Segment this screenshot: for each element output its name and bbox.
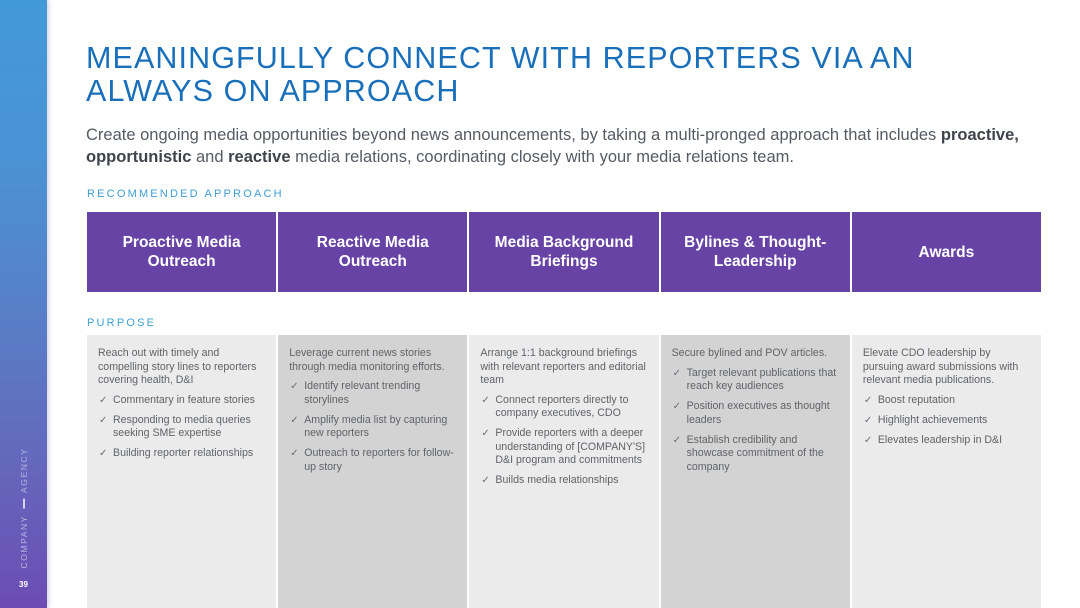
approach-header-awards[interactable]: Awards — [851, 212, 1042, 292]
bullet-text: Target relevant publications that reach … — [686, 366, 837, 393]
purpose-cell-bylines: Secure bylined and POV articles. ✓ Target… — [660, 335, 850, 608]
check-icon: ✓ — [481, 428, 490, 439]
bullet-text: Builds media relationships — [495, 474, 619, 486]
page-number: 39 — [19, 580, 28, 589]
subtitle-part-1: Create ongoing media opportunities beyon… — [86, 126, 941, 144]
check-icon: ✓ — [863, 414, 873, 426]
list-item: ✓ Commentary in feature stories — [98, 394, 266, 408]
purpose-intro: Arrange 1:1 background briefings with re… — [480, 347, 646, 386]
check-icon: ✓ — [672, 434, 681, 446]
title-line-2: ALWAYS ON APPROACH — [86, 74, 460, 108]
bullet-text: Identify relevant trending storylines — [304, 380, 421, 406]
bullet-text: Boost reputation — [877, 393, 955, 406]
subtitle-bold-1: proactive, opportunistic — [86, 126, 1019, 166]
bullet-text: Highlight achievements — [877, 413, 988, 426]
bullet-text: Elevates leadership in D&I — [877, 433, 1003, 446]
purpose-cell-awards: Elevate CDO leadership by pursuing award… — [851, 335, 1042, 608]
bullet-text: Building reporter relationships — [113, 447, 254, 459]
purpose-list: ✓ Commentary in feature stories ✓ Respondi… — [98, 394, 266, 461]
approach-header-briefings[interactable]: Media Background Briefings — [469, 212, 659, 292]
check-icon: ✓ — [99, 448, 108, 459]
list-item: ✓ Elevates leadership in D&I — [863, 434, 1031, 448]
recommended-approach-label: RECOMMENDED APPROACH — [87, 188, 284, 200]
subtitle-bold-2: reactive — [228, 148, 291, 166]
check-icon: ✓ — [290, 381, 299, 392]
list-item: ✓ Responding to media queries seeking SME… — [98, 414, 266, 441]
purpose-intro: Leverage current news stories through me… — [289, 347, 445, 373]
check-icon: ✓ — [99, 394, 108, 406]
brand-agency: AGENCY — [19, 447, 29, 493]
list-item: ✓ Amplify media list by capturing new rep… — [289, 414, 457, 441]
purpose-list: ✓ Connect reporters directly to company e… — [480, 394, 648, 488]
title-line-1: MEANINGFULLY CONNECT WITH REPORTERS VIA … — [86, 41, 915, 75]
approach-header-bylines[interactable]: Bylines & Thought-Leadership — [660, 212, 850, 292]
list-item: ✓ Position executives as thought leaders — [672, 400, 840, 427]
purpose-cell-briefings: Arrange 1:1 background briefings with re… — [469, 335, 659, 608]
bullet-text: Position executives as thought leaders — [686, 400, 830, 426]
purpose-list: ✓ Identify relevant trending storylines ✓… — [289, 380, 457, 474]
purpose-intro: Elevate CDO leadership by pursuing award… — [862, 347, 1019, 386]
purpose-cell-proactive: Reach out with timely and compelling sto… — [87, 335, 277, 608]
brand-company: COMPANY — [19, 514, 29, 569]
check-icon: ✓ — [863, 394, 873, 406]
purpose-row: Reach out with timely and compelling sto… — [87, 335, 1042, 608]
approach-header-proactive[interactable]: Proactive Media Outreach — [87, 212, 277, 292]
bullet-text: Commentary in feature stories — [113, 393, 255, 406]
purpose-intro: Secure bylined and POV articles. — [671, 347, 828, 359]
bullet-text: Responding to media queries seeking SME … — [113, 413, 251, 440]
list-item: ✓ Boost reputation — [863, 394, 1031, 408]
list-item: ✓ Target relevant publications that reach… — [672, 367, 840, 394]
page-title: MEANINGFULLY CONNECT WITH REPORTERS VIA … — [86, 42, 1046, 108]
check-icon: ✓ — [481, 394, 490, 406]
subtitle-part-2: and — [191, 148, 229, 166]
list-item: ✓ Provide reporters with a deeper underst… — [480, 427, 648, 468]
check-icon: ✓ — [290, 448, 299, 459]
check-icon: ✓ — [290, 414, 299, 426]
brand-separator — [23, 498, 25, 509]
purpose-label: PURPOSE — [87, 317, 157, 329]
purpose-list: ✓ Target relevant publications that reach… — [672, 367, 840, 475]
check-icon: ✓ — [481, 475, 490, 486]
approach-header-row: Proactive Media Outreach Reactive Media … — [87, 212, 1042, 292]
subtitle-part-3: media relations, coordinating closely wi… — [290, 148, 794, 166]
purpose-list: ✓ Boost reputation ✓ Highlight achievement… — [863, 394, 1031, 448]
check-icon: ✓ — [672, 367, 681, 379]
bullet-text: Establish credibility and showcase commi… — [686, 433, 824, 473]
list-item: ✓ Connect reporters directly to company e… — [480, 394, 648, 421]
list-item: ✓ Establish credibility and showcase comm… — [672, 434, 840, 475]
approach-header-reactive[interactable]: Reactive Media Outreach — [278, 212, 468, 292]
sidebar: COMPANY AGENCY 39 — [0, 0, 47, 608]
purpose-cell-reactive: Leverage current news stories through me… — [278, 335, 468, 608]
bullet-text: Connect reporters directly to company ex… — [495, 393, 629, 420]
bullet-text: Provide reporters with a deeper understa… — [495, 427, 646, 466]
check-icon: ✓ — [672, 401, 681, 412]
list-item: ✓ Builds media relationships — [480, 474, 648, 488]
sidebar-brand: COMPANY AGENCY — [14, 447, 34, 569]
bullet-text: Amplify media list by capturing new repo… — [304, 413, 448, 440]
subtitle: Create ongoing media opportunities beyon… — [86, 124, 1046, 168]
check-icon: ✓ — [863, 434, 873, 446]
list-item: ✓ Building reporter relationships — [98, 447, 266, 461]
list-item: ✓ Highlight achievements — [863, 414, 1031, 428]
bullet-text: Outreach to reporters for follow-up stor… — [304, 447, 454, 473]
check-icon: ✓ — [99, 414, 108, 426]
list-item: ✓ Outreach to reporters for follow-up sto… — [289, 447, 457, 474]
list-item: ✓ Identify relevant trending storylines — [289, 380, 457, 407]
purpose-intro: Reach out with timely and compelling sto… — [98, 347, 257, 386]
